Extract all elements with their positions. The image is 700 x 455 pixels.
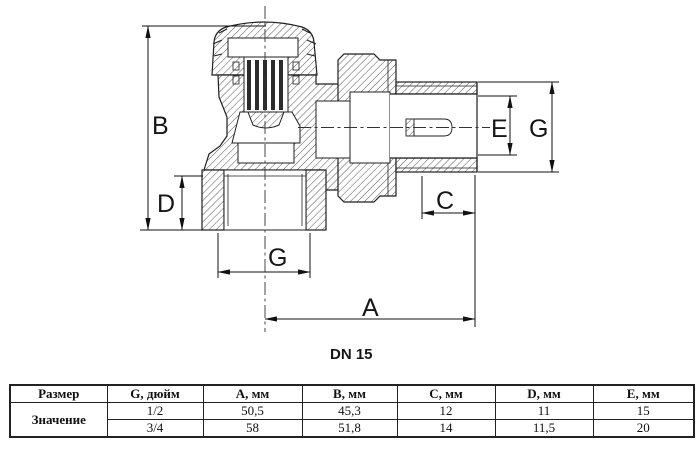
presetting-stub [405, 118, 453, 137]
table-row: Значение 1/2 50,5 45,3 12 11 15 [9, 402, 695, 438]
nominal-size-label: DN 15 [330, 346, 373, 363]
dim-label-b: B [152, 112, 169, 140]
cell-g-2: 3/4 [106, 419, 204, 438]
cell-c-2: 14 [396, 419, 496, 438]
header-c-mm: C, мм [396, 384, 496, 403]
dimensions-table: Размер G, дюйм A, мм B, мм C, мм D, мм E… [9, 384, 695, 438]
dim-label-g-bottom: G [268, 244, 287, 272]
cell-d-1: 11 [494, 402, 594, 420]
cell-g-1: 1/2 [106, 402, 204, 420]
row-label-value: Значение [9, 402, 108, 438]
dim-label-e: E [491, 115, 508, 143]
detail-lines [224, 60, 478, 226]
table-row: 3/4 58 51,8 14 11,5 20 [10, 419, 695, 438]
header-e-mm: E, мм [592, 384, 695, 403]
cap-seals [232, 61, 300, 85]
table-header-row: Размер G, дюйм A, мм B, мм C, мм D, мм E… [9, 384, 695, 403]
cap-insert [227, 37, 299, 58]
header-a-mm: A, мм [202, 384, 303, 403]
cell-e-1: 15 [592, 402, 695, 420]
header-d-mm: D, мм [494, 384, 594, 403]
header-size: Размер [9, 384, 108, 403]
cell-b-1: 45,3 [301, 402, 398, 420]
dim-label-a: A [362, 294, 379, 322]
dim-label-d: D [157, 190, 175, 218]
header-g-inch: G, дюйм [106, 384, 204, 403]
cell-a-1: 50,5 [202, 402, 303, 420]
cell-e-2: 20 [592, 419, 695, 438]
dim-label-g-right: G [529, 115, 548, 143]
cell-c-1: 12 [396, 402, 496, 420]
cell-b-2: 51,8 [301, 419, 398, 438]
valve-seat-neck [237, 142, 295, 164]
cell-a-2: 58 [202, 419, 303, 438]
cell-d-2: 11,5 [494, 419, 594, 438]
header-b-mm: B, мм [301, 384, 398, 403]
branch-bore [315, 100, 351, 159]
valve-cone [247, 111, 285, 129]
valve-cross-section-drawing: B D G E G C A DN 15 [140, 6, 559, 363]
dim-label-c: C [436, 187, 454, 215]
